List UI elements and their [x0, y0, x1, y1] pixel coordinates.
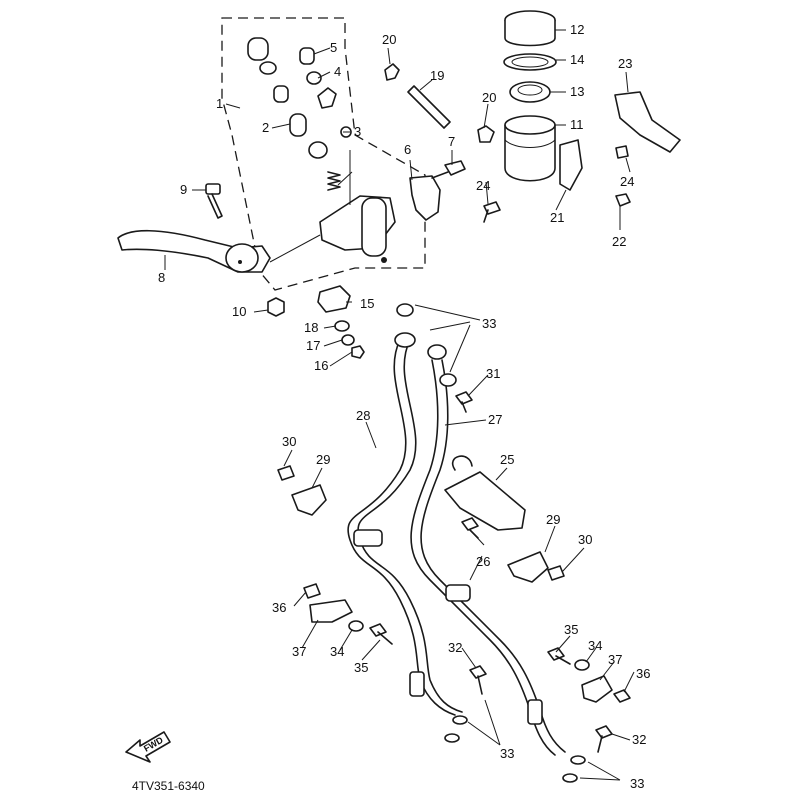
label-31: 31: [486, 366, 500, 381]
lock-nut: [267, 297, 285, 317]
label-23: 23: [618, 56, 632, 71]
label-28: 28: [356, 408, 370, 423]
reservoir-bracket: [483, 91, 681, 223]
label-5: 5: [330, 40, 337, 55]
label-35b: 35: [564, 622, 578, 637]
label-7: 7: [448, 134, 455, 149]
label-18: 18: [304, 320, 318, 335]
hose-bracket: [444, 455, 526, 539]
label-36a: 36: [272, 600, 286, 615]
label-29a: 29: [316, 452, 330, 467]
label-32b: 32: [632, 732, 646, 747]
label-13: 13: [570, 84, 584, 99]
label-19: 19: [430, 68, 444, 83]
label-6: 6: [404, 142, 411, 157]
label-29b: 29: [546, 512, 560, 527]
hose-clamp-right: [507, 551, 565, 583]
label-17: 17: [306, 338, 320, 353]
label-37b: 37: [608, 652, 622, 667]
master-cylinder-kit: [221, 17, 426, 291]
clamp-holder: [409, 160, 466, 221]
label-21: 21: [550, 210, 564, 225]
label-15: 15: [360, 296, 374, 311]
lower-bracket-right: [547, 647, 631, 703]
label-24a: 24: [476, 178, 490, 193]
label-16: 16: [314, 358, 328, 373]
label-25: 25: [500, 452, 514, 467]
label-32a: 32: [448, 640, 462, 655]
label-12: 12: [570, 22, 584, 37]
label-8: 8: [158, 270, 165, 285]
label-30b: 30: [578, 532, 592, 547]
union-bolts-lower: [444, 665, 613, 783]
label-20b: 20: [482, 90, 496, 105]
label-20a: 20: [382, 32, 396, 47]
label-14: 14: [570, 52, 584, 67]
label-26: 26: [476, 554, 490, 569]
fwd-arrow: FWD: [125, 731, 171, 763]
label-27: 27: [488, 412, 502, 427]
leader-lines: [164, 29, 635, 781]
hose-clamp-left: [277, 465, 327, 516]
label-36b: 36: [636, 666, 650, 681]
label-4: 4: [334, 64, 341, 79]
label-33b: 33: [500, 746, 514, 761]
union-bolt-31: [455, 391, 473, 413]
label-1: 1: [216, 96, 223, 111]
label-9: 9: [180, 182, 187, 197]
part-labels: 1 2 3 4 5 6 7 8 9 10 11 12 13 14 15 16 1…: [158, 22, 650, 791]
label-10: 10: [232, 304, 246, 319]
label-30a: 30: [282, 434, 296, 449]
catalog-code: 4TV351-6340: [132, 779, 205, 793]
label-33a: 33: [482, 316, 496, 331]
label-37a: 37: [292, 644, 306, 659]
label-34a: 34: [330, 644, 344, 659]
label-11: 11: [570, 117, 584, 132]
label-22: 22: [612, 234, 626, 249]
label-3: 3: [354, 124, 361, 139]
label-34b: 34: [588, 638, 602, 653]
reservoir-cap: [503, 10, 557, 103]
brake-hose-right: [410, 344, 566, 756]
label-33c: 33: [630, 776, 644, 791]
reservoir-hose: [384, 63, 495, 143]
reservoir-tank: [504, 115, 556, 182]
brake-hose-left: [347, 303, 463, 716]
lower-bracket-left: [303, 583, 393, 645]
label-24b: 24: [620, 174, 634, 189]
brake-lever: [117, 229, 321, 273]
brake-switch: [317, 285, 365, 359]
pivot-bolt: [205, 183, 223, 219]
label-35a: 35: [354, 660, 368, 675]
label-2: 2: [262, 120, 269, 135]
